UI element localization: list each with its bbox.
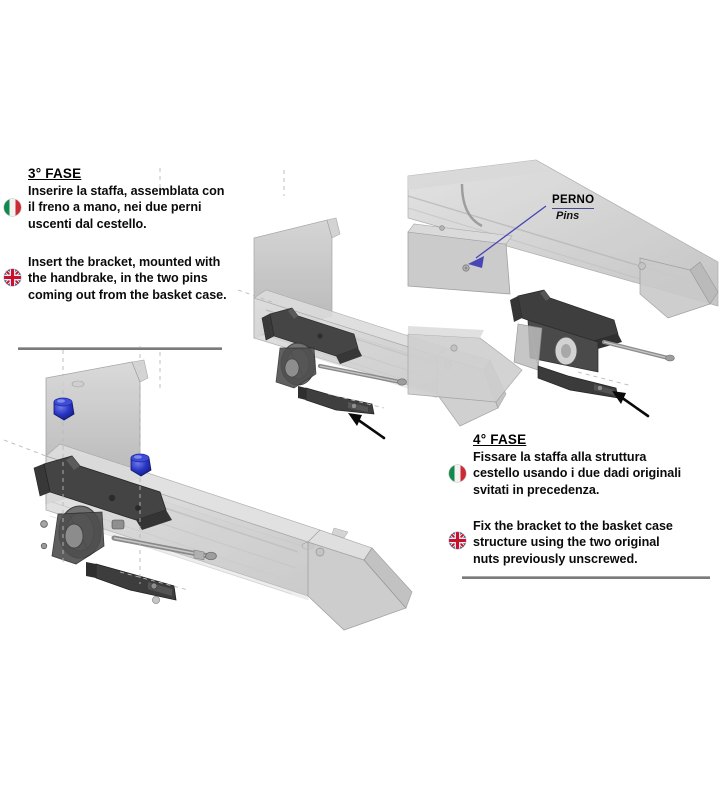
blue-nut (130, 453, 152, 477)
phase-3-block: 3° FASE Inserire la staffa, assemblata c… (4, 166, 228, 303)
rule-under-phase-4 (462, 576, 710, 579)
italy-flag-icon (449, 465, 466, 482)
illustration-bottom-left (3, 346, 428, 650)
callout-primary-label: PERNO (552, 194, 595, 209)
perno-leader-arrow (468, 205, 547, 268)
phase-3-italian-text: Inserire la staffa, assemblata con il fr… (28, 184, 225, 231)
blue-nut (53, 397, 75, 421)
phase-3-heading: 3° FASE (28, 166, 82, 181)
phase-3-english-text: Insert the bracket, mounted with the han… (28, 255, 227, 302)
union-jack-glyph (4, 269, 21, 287)
phase-4-italian-row: Fissare la staffa alla struttura cestell… (449, 449, 683, 498)
phase-4-english-row: Fix the bracket to the basket case struc… (449, 518, 683, 567)
phase-4-italian-text: Fissare la staffa alla struttura cestell… (473, 450, 682, 497)
phase-3-english-row: Insert the bracket, mounted with the han… (4, 254, 228, 303)
phase-4-block: 4° FASE Fissare la staffa alla struttura… (449, 432, 683, 567)
rule-under-phase-3 (18, 347, 222, 350)
uk-flag-icon (4, 269, 21, 287)
perno-callout: PERNO Pins (552, 190, 595, 223)
phase-3-italian-row: Inserire la staffa, assemblata con il fr… (4, 183, 228, 232)
union-jack-glyph (449, 532, 466, 550)
assembly-direction-arrow (348, 413, 386, 440)
italy-flag-icon (4, 199, 21, 216)
callout-secondary-label: Pins (556, 209, 580, 222)
phase-4-english-text: Fix the bracket to the basket case struc… (473, 519, 673, 566)
assembly-direction-arrow (612, 391, 650, 418)
illustration-top-right (407, 159, 728, 428)
uk-flag-icon (449, 532, 466, 550)
phase-4-heading: 4° FASE (473, 432, 527, 447)
